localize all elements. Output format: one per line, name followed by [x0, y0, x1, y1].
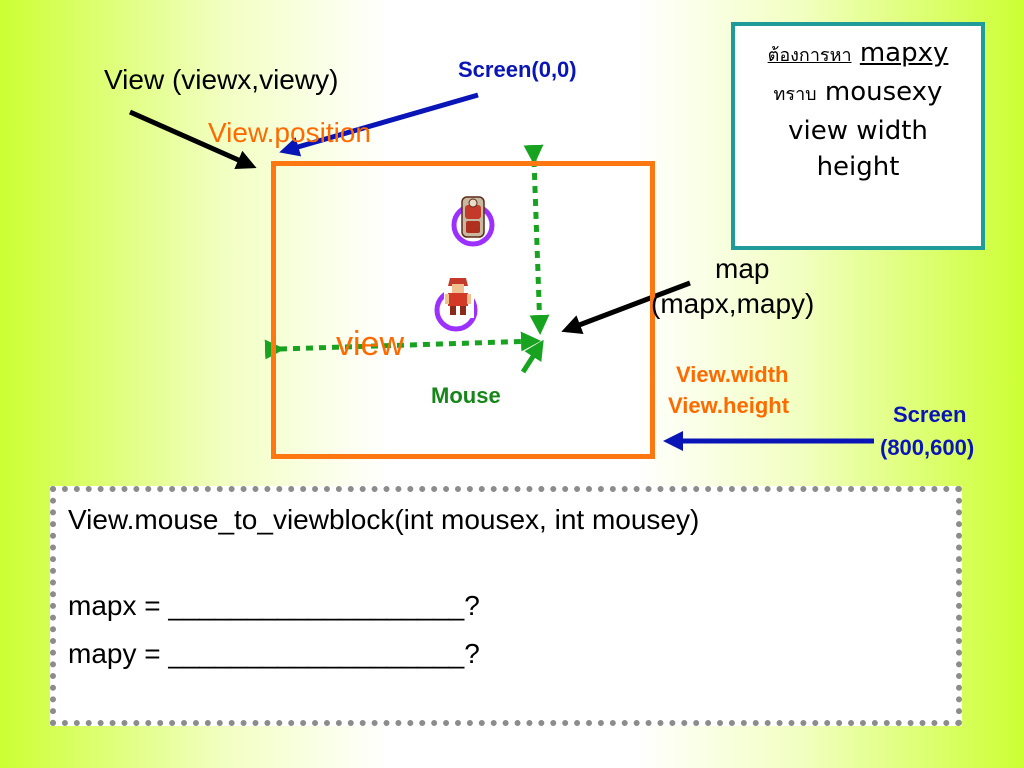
info-known-value: mousexy: [824, 77, 943, 107]
view-label: view: [336, 325, 405, 363]
map-coords-label: (mapx,mapy): [651, 288, 815, 319]
view-coords-arrow: [128, 109, 257, 170]
info-known-line: ทราบ mousexy: [735, 74, 981, 113]
info-height: height: [816, 152, 900, 182]
screen-origin-arrow: [279, 92, 479, 157]
mouse-arrow: [520, 339, 544, 374]
sprite-enemy-icon: [448, 195, 498, 249]
horizontal-offset-arrow: [264, 331, 541, 360]
view-width-label: View.width: [676, 362, 789, 387]
screen-label: Screen: [893, 402, 967, 427]
map-label: map: [715, 253, 770, 284]
map-arrow: [561, 280, 691, 335]
info-find-line: ต้องการหา mapxy: [735, 35, 981, 74]
mapy-formula: mapy = ___________________?: [68, 638, 480, 669]
info-find-thai: ต้องการหา: [767, 45, 852, 66]
info-view-width: view width: [788, 116, 928, 146]
function-signature: View.mouse_to_viewblock(int mousex, int …: [68, 504, 700, 535]
view-position-label: View.position: [208, 117, 371, 148]
view-coords-label: View (viewx,viewy): [104, 64, 339, 95]
screen-origin-label: Screen(0,0): [458, 57, 577, 82]
view-height-label: View.height: [668, 393, 790, 418]
info-box: ต้องการหา mapxy ทราบ mousexy view width …: [731, 22, 985, 250]
info-find-value: mapxy: [859, 38, 949, 68]
screen-size-label: (800,600): [880, 435, 975, 460]
code-box: View.mouse_to_viewblock(int mousex, int …: [50, 486, 962, 726]
sprite-hero-icon: [432, 272, 484, 334]
info-known-thai: ทราบ: [773, 84, 817, 105]
mapx-formula: mapx = ___________________?: [68, 590, 480, 621]
view-rectangle: [271, 161, 655, 459]
vertical-offset-arrow: [523, 144, 550, 335]
mouse-label: Mouse: [431, 383, 501, 408]
